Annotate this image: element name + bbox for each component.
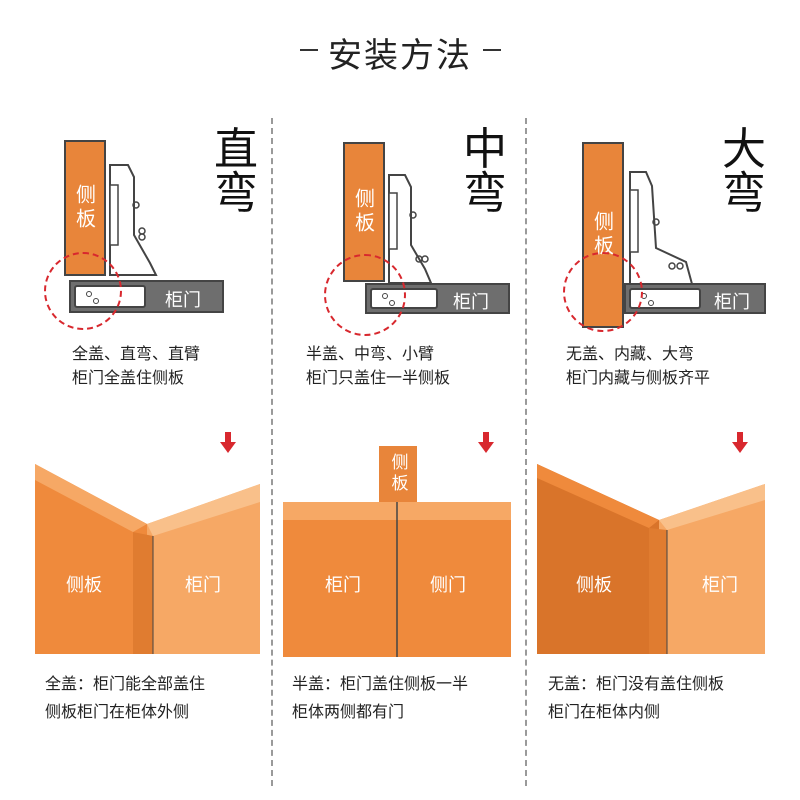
type-title-bottom: 弯 [722,168,766,219]
column-divider-1 [271,118,273,786]
title-left-dash [300,49,318,51]
illustration-right-label: 侧门 [430,575,466,596]
screw-hole [382,293,388,299]
caption-line-1: 全盖：柜门能全部盖住 [45,674,206,693]
illustration-left-label: 柜门 [325,575,361,596]
caption-line-2: 柜门在柜体内侧 [548,702,661,721]
description-line-2: 柜门只盖住一半侧板 [306,368,451,387]
red-down-arrow-icon [220,432,236,453]
inset-illustration [537,464,765,654]
cabinet-door: 柜门 [365,283,510,314]
type-title-top: 直 [214,124,258,175]
door-face [629,288,701,309]
type-title-top: 中 [463,124,507,175]
cabinet-door: 柜门 [624,283,766,314]
caption-line-1: 无盖：柜门没有盖住侧板 [548,674,725,693]
description-line-1: 半盖、中弯、小臂 [306,344,435,363]
type-title-top: 大 [722,124,766,175]
illustration-left-label: 侧板 [576,575,612,596]
screw-hole [648,300,654,306]
side-panel: 侧板 [343,142,385,282]
highlight-circle [324,254,406,336]
hinge-icon [629,171,694,285]
screw-hole [389,300,395,306]
full-overlay-illustration [35,464,260,654]
highlight-circle [44,252,122,330]
page-title: 安装方法 [328,36,472,76]
door-label: 柜门 [165,290,201,311]
description-line-2: 柜门内藏与侧板齐平 [566,368,711,387]
caption-line-2: 柜体两侧都有门 [292,702,405,721]
title-right-dash [483,49,501,51]
illustration-right-label: 柜门 [702,575,738,596]
door-label: 柜门 [714,292,750,313]
hinge-icon [109,164,158,276]
screw-hole [641,293,647,299]
caption-line-2: 侧板柜门在柜体外侧 [45,702,190,721]
column-full-overlay: 侧板 柜门 直 弯 全盖、直弯、直臂 柜门全盖住侧板 侧板 柜门 全盖：柜门能全… [0,0,270,800]
highlight-circle [563,252,643,332]
door-face [370,288,438,309]
column-divider-2 [525,118,527,786]
type-title-bottom: 弯 [463,168,507,219]
door-label: 柜门 [453,292,489,313]
illustration-right-label: 柜门 [185,575,221,596]
caption-line-1: 半盖：柜门盖住侧板一半 [292,674,469,693]
hinge-icon [388,174,433,284]
description-line-2: 柜门全盖住侧板 [72,368,185,387]
illustration-left-label: 侧板 [66,575,102,596]
red-down-arrow-icon [478,432,494,453]
type-title-bottom: 弯 [214,168,258,219]
description-line-1: 无盖、内藏、大弯 [566,344,695,363]
red-down-arrow-icon [732,432,748,453]
half-overlay-illustration [283,502,511,657]
side-panel: 侧板 [582,142,624,328]
illustration-top-panel: 侧板 [379,446,417,502]
description-line-1: 全盖、直弯、直臂 [72,344,201,363]
